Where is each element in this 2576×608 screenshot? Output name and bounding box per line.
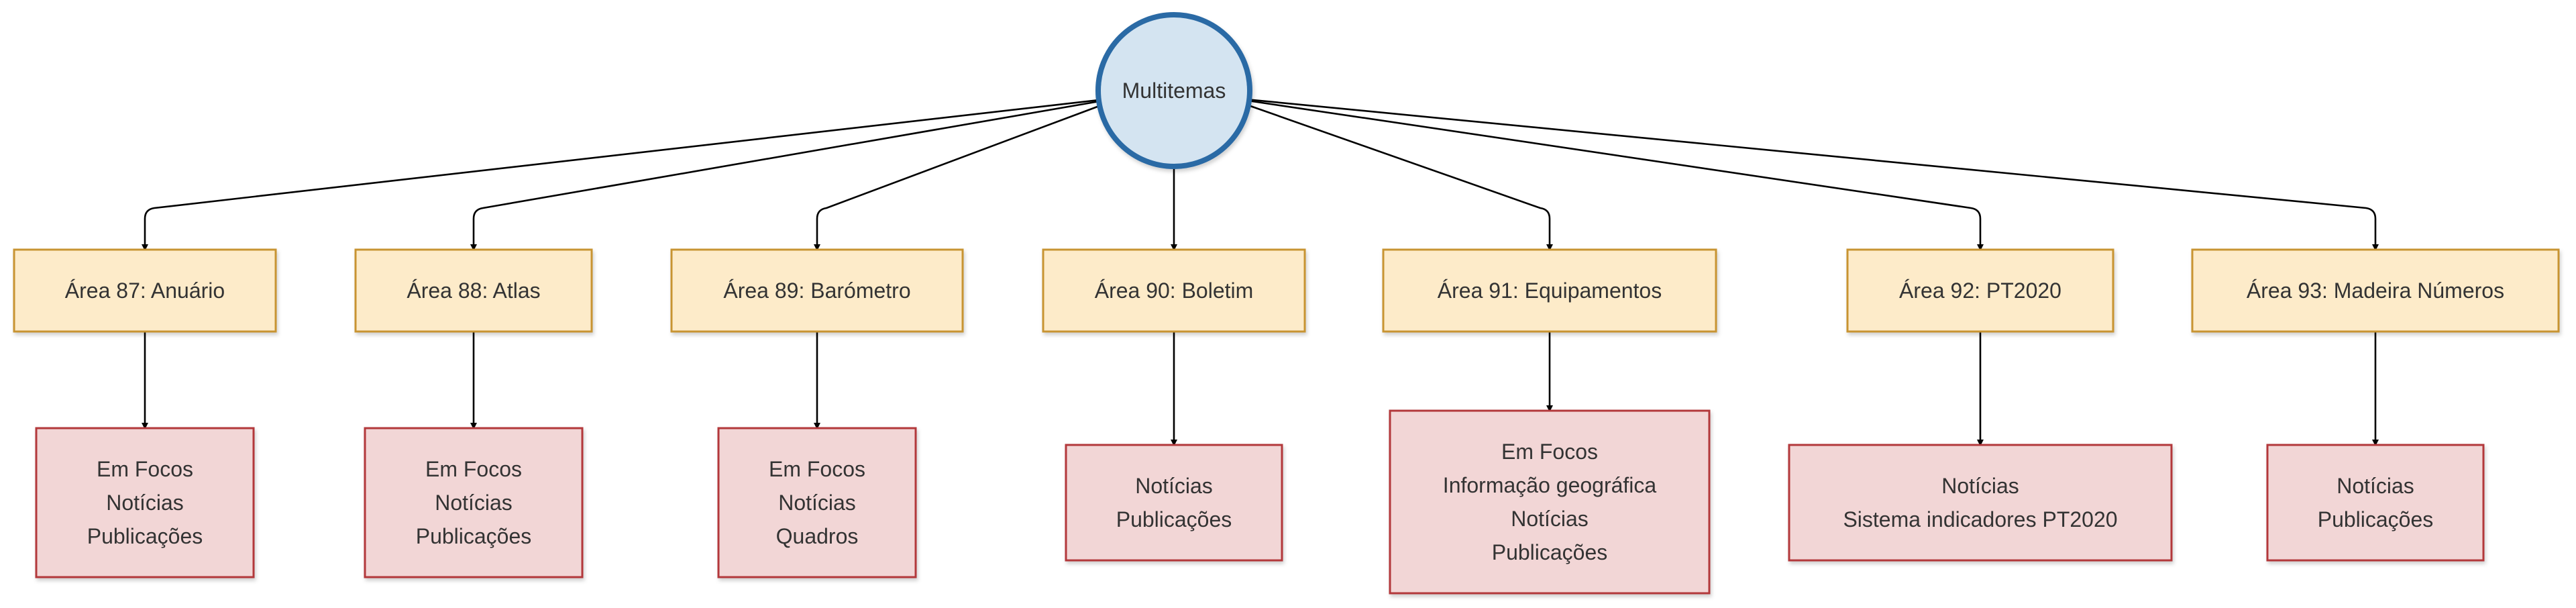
edge-hub-to-area-7: [1248, 99, 2379, 251]
area-node-4[interactable]: Área 90: Boletim: [1042, 248, 1306, 333]
topic-box: [1065, 444, 1283, 562]
topic-item: Em Focos: [425, 457, 522, 481]
hub-node[interactable]: Multitemas: [1095, 12, 1252, 169]
area-label: Área 88: Atlas: [407, 278, 540, 303]
topic-box: [717, 427, 917, 578]
edge-hub-to-area-2: [470, 100, 1102, 251]
topic-box: [364, 427, 584, 578]
area-node-6[interactable]: Área 92: PT2020: [1846, 248, 2114, 333]
edge-hub-to-area-3: [814, 103, 1104, 251]
area-box: [670, 248, 964, 333]
area-node-3[interactable]: Área 89: Barómetro: [670, 248, 964, 333]
topic-item: Notícias: [2337, 474, 2414, 498]
area-box: [1042, 248, 1306, 333]
topic-item: Publicações: [1492, 540, 1608, 564]
topic-item: Notícias: [1135, 474, 1213, 498]
topic-item: Notícias: [1941, 474, 2019, 498]
area-box: [1846, 248, 2114, 333]
hub-label: Multitemas: [1122, 79, 1226, 103]
area-box: [2191, 248, 2560, 333]
topic-item: Notícias: [778, 491, 856, 515]
edge-hub-to-area-6: [1247, 99, 1984, 251]
topic-item: Publicações: [2318, 507, 2434, 531]
area-box: [1382, 248, 1717, 333]
area-box: [354, 248, 593, 333]
topic-box: [1389, 409, 1711, 595]
edges-layer: [142, 99, 2379, 446]
area-label: Área 92: PT2020: [1899, 278, 2061, 303]
topic-item: Publicações: [87, 524, 203, 548]
topic-item: Informação geográfica: [1443, 473, 1657, 497]
area-label: Área 93: Madeira Números: [2247, 278, 2504, 303]
topic-box: [2266, 444, 2485, 562]
area-node-7[interactable]: Área 93: Madeira Números: [2191, 248, 2560, 333]
topic-item: Em Focos: [97, 457, 193, 481]
topic-item: Notícias: [435, 491, 513, 515]
topic-item: Quadros: [776, 524, 859, 548]
hub-circle: [1095, 12, 1252, 169]
area-label: Área 91: Equipamentos: [1438, 278, 1662, 303]
topic-item: Em Focos: [1501, 440, 1598, 464]
topic-item: Publicações: [416, 524, 532, 548]
area-node-5[interactable]: Área 91: Equipamentos: [1382, 248, 1717, 333]
area-box: [13, 248, 277, 333]
edge-hub-to-area-1: [142, 99, 1101, 251]
area-label: Área 87: Anuário: [65, 278, 225, 303]
edge-hub-to-area-5: [1244, 103, 1553, 251]
topic-box: [1788, 444, 2173, 562]
area-node-2[interactable]: Área 88: Atlas: [354, 248, 593, 333]
topic-item: Em Focos: [769, 457, 865, 481]
topic-box: [35, 427, 255, 578]
topic-item: Notícias: [1511, 507, 1589, 531]
area-label: Área 90: Boletim: [1095, 278, 1254, 303]
topic-item: Notícias: [106, 491, 184, 515]
topic-item: Publicações: [1116, 507, 1232, 531]
topic-item: Sistema indicadores PT2020: [1843, 507, 2117, 531]
area-node-1[interactable]: Área 87: Anuário: [13, 248, 277, 333]
area-label: Área 89: Barómetro: [723, 278, 910, 303]
